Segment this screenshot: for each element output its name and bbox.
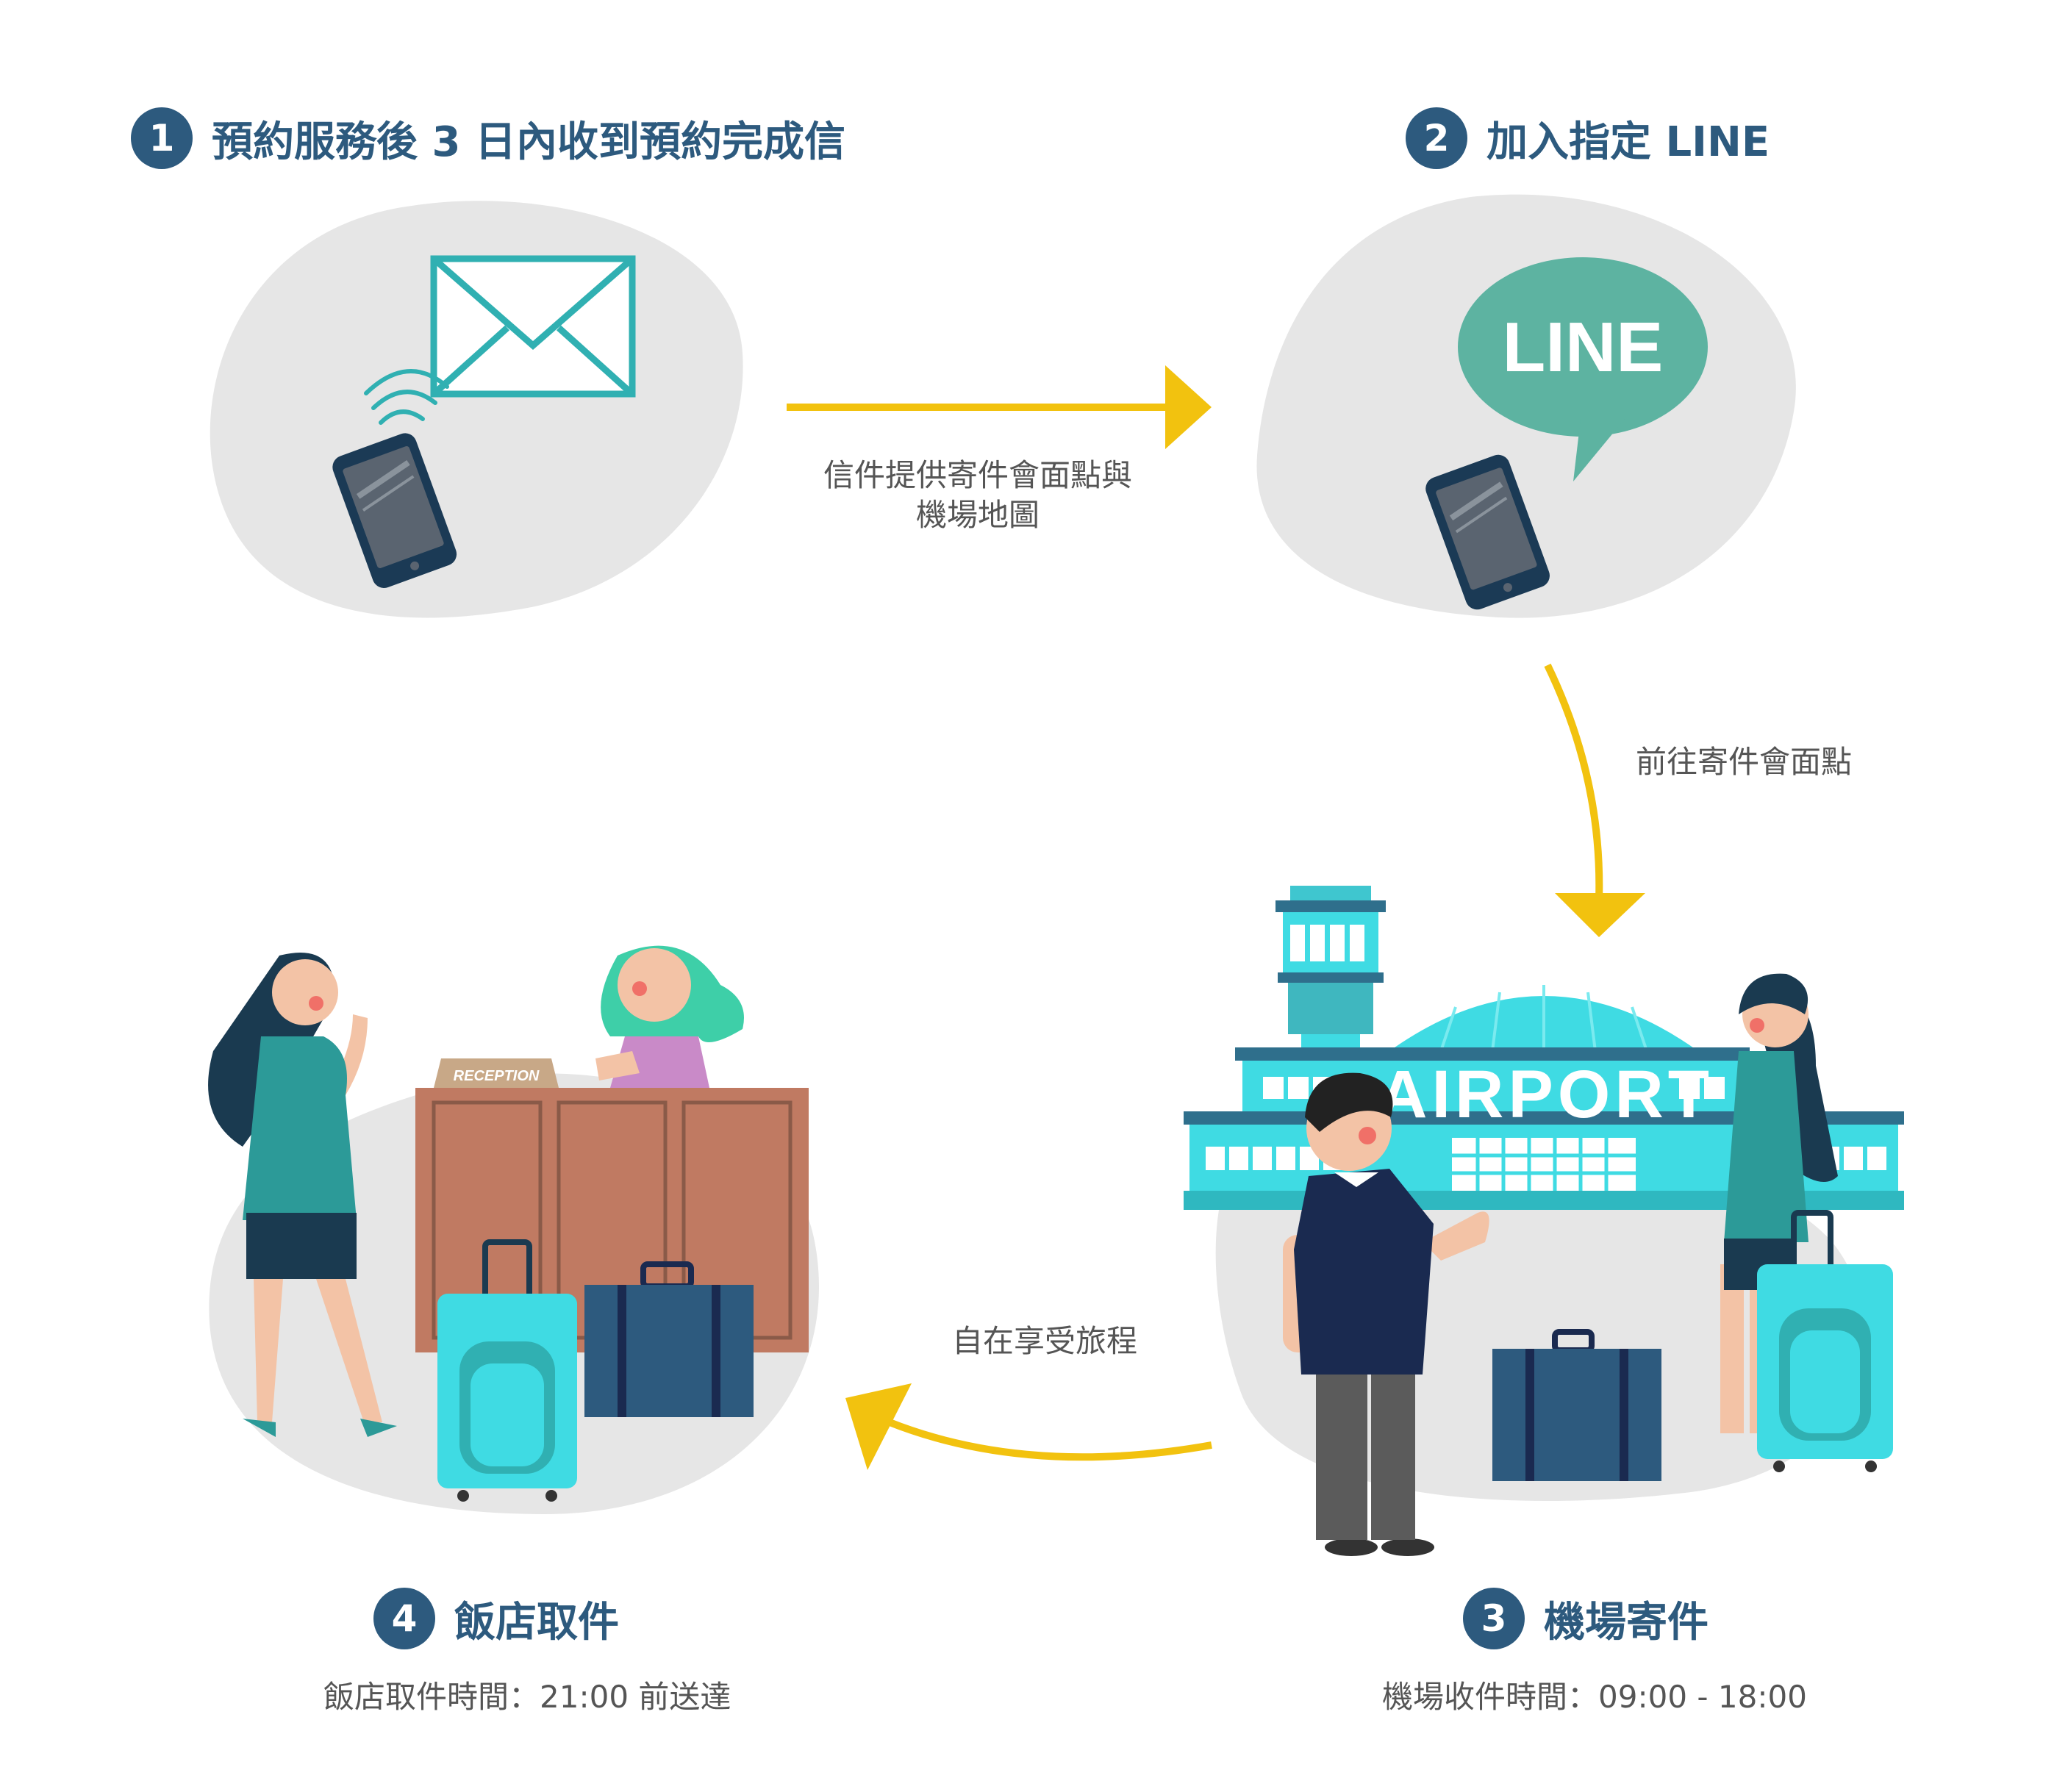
step4-subtitle: 飯店取件時間：21:00 前送達 (323, 1679, 731, 1715)
phone-icon-step2 (1425, 454, 1550, 610)
step1-heading: 預約服務後 3 日內收到預約完成信 (212, 118, 845, 166)
line-bubble-icon (1458, 257, 1708, 481)
arrow-step3-to-step4 (845, 1383, 1212, 1470)
arrow-step1-to-step2 (787, 365, 1212, 449)
line-logo-text: LINE (1503, 308, 1664, 387)
suitcase-dark-step3 (1492, 1329, 1661, 1481)
woman-figure-step4 (208, 953, 397, 1437)
step1-number-badge: 1 (131, 107, 193, 169)
step4-number-badge: 4 (373, 1588, 435, 1649)
step1-title: 1 預約服務後 3 日內收到預約完成信 (131, 107, 845, 169)
envelope-icon (430, 255, 636, 398)
arrow-step2-to-step3 (1544, 663, 1645, 937)
signal-waves-icon (364, 369, 449, 425)
receptionist-figure (595, 945, 744, 1088)
reception-sign-text: RECEPTION (454, 1068, 540, 1084)
man-figure (1283, 1072, 1489, 1556)
airport-sign-text: AIRPORT (1378, 1057, 1714, 1132)
reception-sign-icon (434, 1058, 559, 1088)
arrow1-caption-line1: 信件提供寄件會面點與 (823, 457, 1132, 493)
suitcase-dark-step4 (584, 1261, 754, 1417)
arrow1-caption-line2: 機場地圖 (915, 497, 1040, 533)
phone-icon-step1 (332, 433, 457, 588)
arrow2-caption: 前往寄件會面點 (1636, 744, 1853, 780)
step3-subtitle: 機場收件時間：09:00 - 18:00 (1382, 1679, 1807, 1715)
arrow3-caption: 自在享受旅程 (952, 1323, 1138, 1359)
suitcase-cyan-step4 (437, 1239, 577, 1502)
step4-heading: 飯店取件 (454, 1598, 619, 1646)
step3-title: 3 機場寄件 (1463, 1588, 1709, 1649)
step4-title: 4 飯店取件 (373, 1588, 619, 1649)
woman-figure-step3 (1720, 973, 1838, 1433)
arrow1-caption: 信件提供寄件會面點與 機場地圖 (809, 456, 1147, 535)
step2-title: 2 加入指定 LINE (1406, 107, 1770, 169)
step2-number-badge: 2 (1406, 107, 1467, 169)
step3-heading: 機場寄件 (1544, 1598, 1709, 1646)
suitcase-cyan-step3 (1757, 1210, 1893, 1472)
step3-number-badge: 3 (1463, 1588, 1525, 1649)
step2-heading: 加入指定 LINE (1486, 118, 1770, 166)
